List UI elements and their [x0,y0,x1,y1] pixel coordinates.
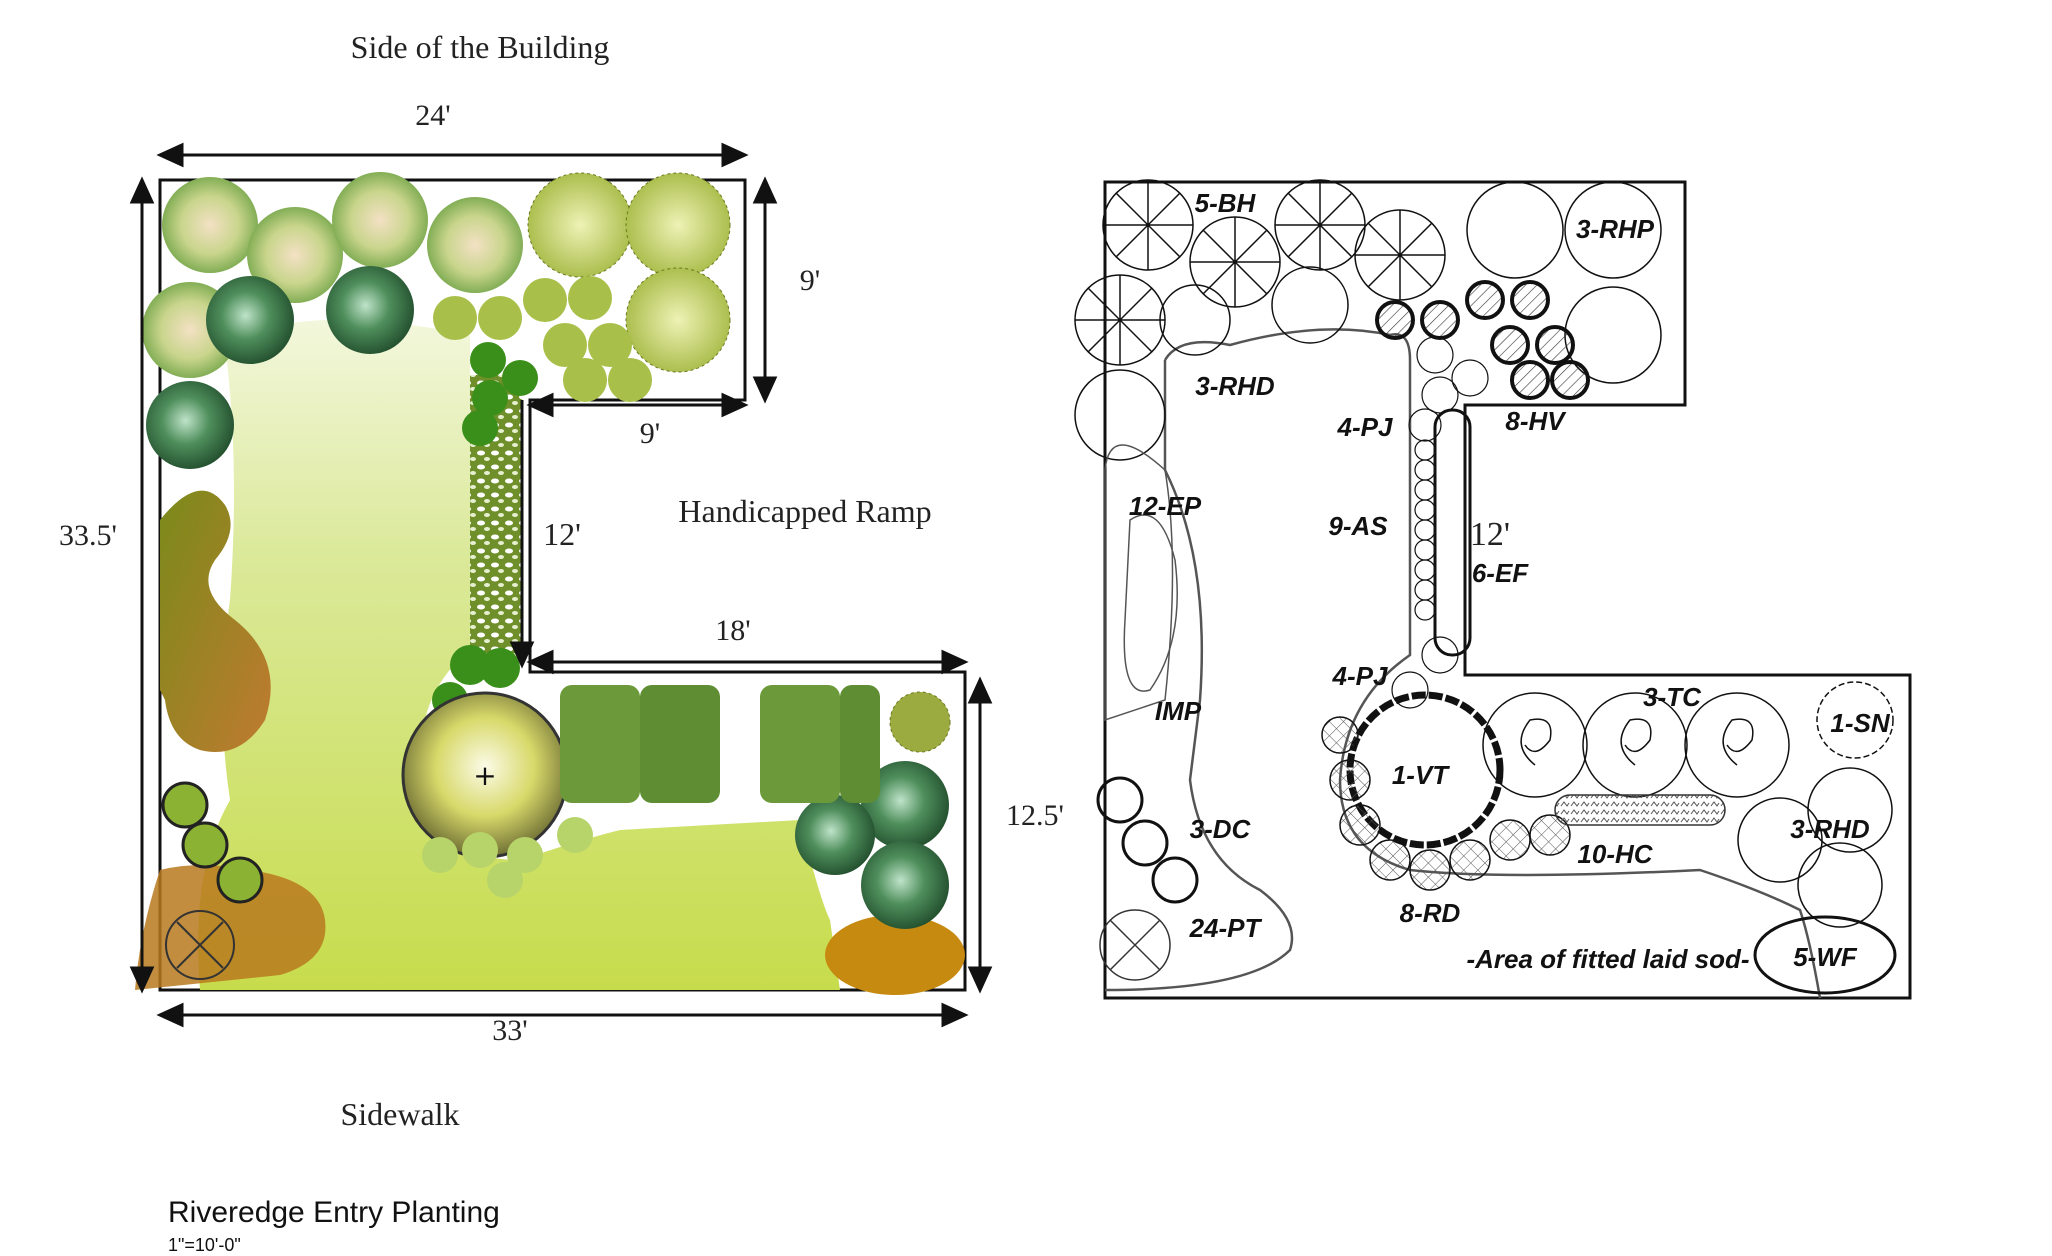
label-rd: 8-RD [1400,898,1461,928]
label-pj-bottom: 4-PJ [1332,661,1388,691]
label-pj-top: 4-PJ [1337,412,1393,442]
rhd-bottom-symbols [1737,767,1893,928]
dim-left: 33.5' [59,519,117,552]
hc-bed [1554,794,1726,826]
daylily-group [161,781,264,904]
label-imp: IMP [1155,696,1202,726]
wf-bed [1753,915,1897,995]
dc-symbols [1096,776,1199,904]
label-rhp: 3-RHP [1576,214,1655,244]
dim-top: 24' [415,99,450,132]
label-sod: -Area of fitted laid sod- [1466,944,1749,974]
label-ep: 12-EP [1129,491,1202,521]
label-rhd-top: 3-RHD [1195,371,1275,401]
spiky-shrub [889,691,951,753]
label-vt: 1-VT [1392,760,1450,790]
plan-title: Riveredge Entry Planting [168,1196,500,1229]
schematic-dim-ramp: 12' [1470,516,1510,553]
lawn-edge [1163,328,1822,999]
perennial-symbol [165,910,235,980]
label-ef: 6-EF [1472,558,1529,588]
vt-tree-symbol [1346,691,1504,849]
bh-tree-symbols [1074,179,1446,366]
dimension-lines [129,142,993,1028]
label-tc: 3-TC [1643,682,1702,712]
ep-bed [1104,444,1174,722]
label-wf: 5-WF [1793,942,1858,972]
schematic-outline [1103,180,1912,1000]
hv-symbols [1375,280,1590,400]
label-dc: 3-DC [1190,814,1252,844]
dim-bottom: 33' [492,1014,527,1047]
schematic-plan [1074,179,1912,1000]
dark-evergreen-group [146,266,949,929]
sn-symbol [1816,681,1894,759]
label-hv: 8-HV [1505,406,1567,436]
rhp-symbols [1466,181,1662,384]
color-plan: Side of the Building [59,29,1064,1132]
ramp-label: Handicapped Ramp [678,493,931,529]
lawn-area [198,319,840,990]
dim-lower-top: 18' [715,614,750,647]
pt-symbol [1099,909,1171,981]
dim-right-top: 9' [800,264,820,297]
tree-center-mark: + [473,759,496,792]
plan-scale: 1"=10'-0" [168,1235,241,1255]
dim-ramp: 12' [543,516,581,552]
mulch-bed-left [160,490,271,752]
building-side-label: Side of the Building [351,29,610,65]
mulch-bed-right [825,915,965,995]
tc-symbols [1482,692,1790,798]
label-rhd-bottom: 3-RHD [1790,814,1870,844]
label-hc: 10-HC [1577,839,1653,869]
rhd-top-symbols [1074,266,1349,461]
label-bh: 5-BH [1195,188,1257,218]
label-pt: 24-PT [1189,913,1263,943]
yellow-shrub-group [433,172,731,402]
lime-groundcover-group [422,817,593,898]
label-as: 9-AS [1328,511,1388,541]
ef-bed [1433,408,1472,657]
rd-symbols [1321,716,1571,891]
boxwood-row [560,685,880,803]
label-sn: 1-SN [1830,708,1890,738]
flowering-tree-group [142,172,523,378]
dim-lower-right: 12.5' [1006,799,1064,832]
sidewalk-label: Sidewalk [340,1096,459,1132]
dim-notch-width: 9' [640,417,660,450]
